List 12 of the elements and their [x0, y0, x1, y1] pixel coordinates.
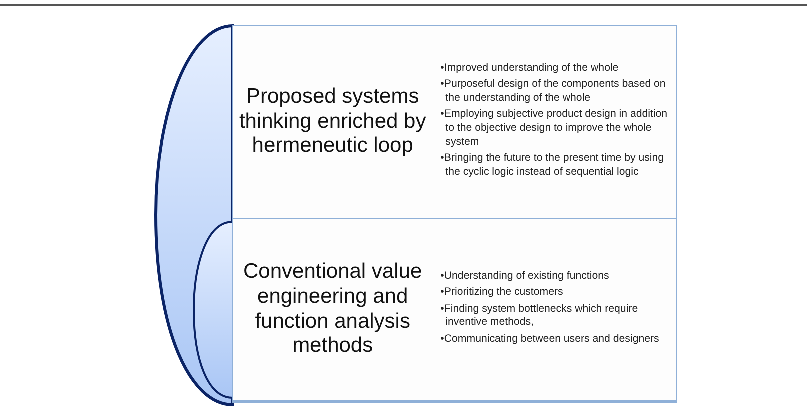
bullet-item: •Prioritizing the customers: [440, 286, 564, 300]
panel-heading: Conventional value engineering and function analysis methods: [242, 260, 424, 359]
text-panel: [232, 218, 677, 401]
bullet-item: •Employing subjective product design in addition to the objective design to improve the whole system: [440, 108, 668, 150]
bullet-item: •Understanding of existing functions: [440, 270, 610, 284]
bullet-item: •Improved understanding of the whole: [440, 62, 620, 76]
bullet-item: •Finding system bottlenecks which require inventive methods,: [440, 302, 640, 330]
bullet-item: •Bringing the future to the present time by using the cyclic logic instead of sequential logic: [440, 152, 666, 180]
text-panel: [232, 25, 677, 219]
panel-heading: Proposed systems thinking enriched by hermeneutic loop: [238, 85, 427, 159]
bullet-item: •Purposeful design of the components based on the understanding of the whole: [440, 78, 667, 106]
bullet-item: •Communicating between users and designers: [440, 332, 660, 346]
